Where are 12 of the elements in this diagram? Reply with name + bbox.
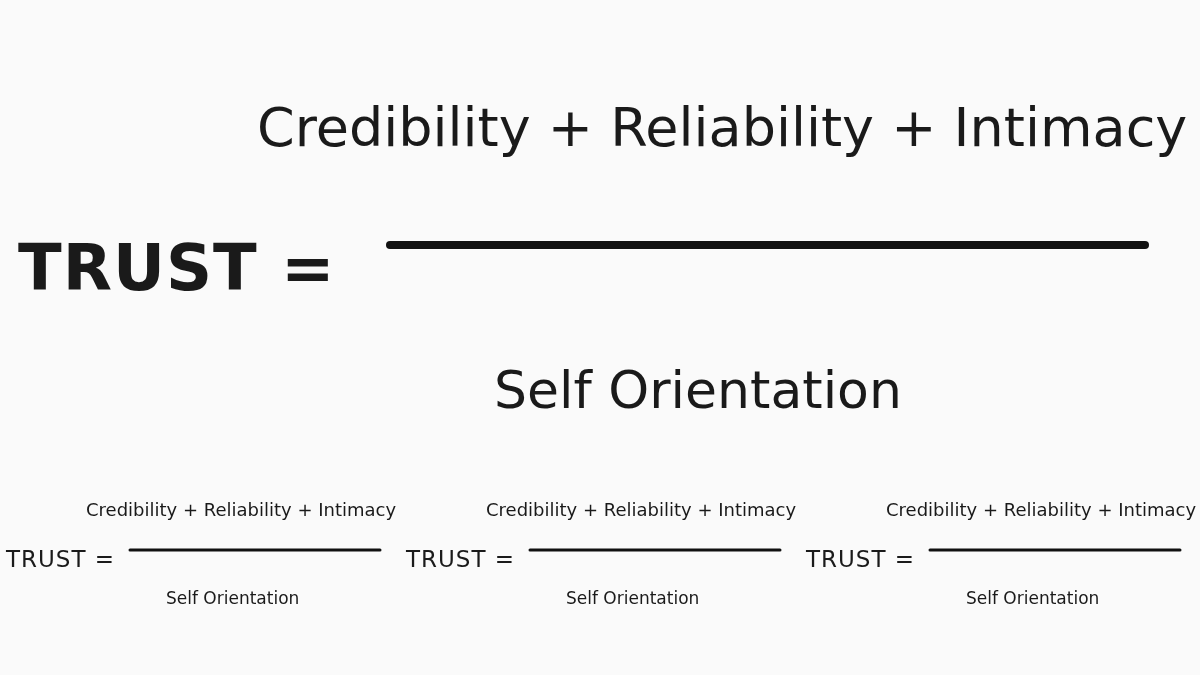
numerator: Credibility + Reliability + Intimacy	[486, 499, 797, 522]
denominator: Self Orientation	[966, 588, 1100, 610]
numerator: Credibility + Reliability + Intimacy	[86, 499, 397, 522]
equation-left-side: TRUST =	[6, 545, 116, 574]
numerator: Credibility + Reliability + Intimacy	[886, 499, 1197, 522]
equation-left-side: TRUST =	[406, 545, 516, 574]
numerator: Credibility + Reliability + Intimacy	[257, 95, 1188, 161]
denominator: Self Orientation	[166, 588, 300, 610]
equation-left-side: TRUST =	[806, 545, 916, 574]
denominator: Self Orientation	[566, 588, 700, 610]
equation-left-side: TRUST =	[18, 230, 336, 307]
denominator: Self Orientation	[494, 359, 902, 422]
